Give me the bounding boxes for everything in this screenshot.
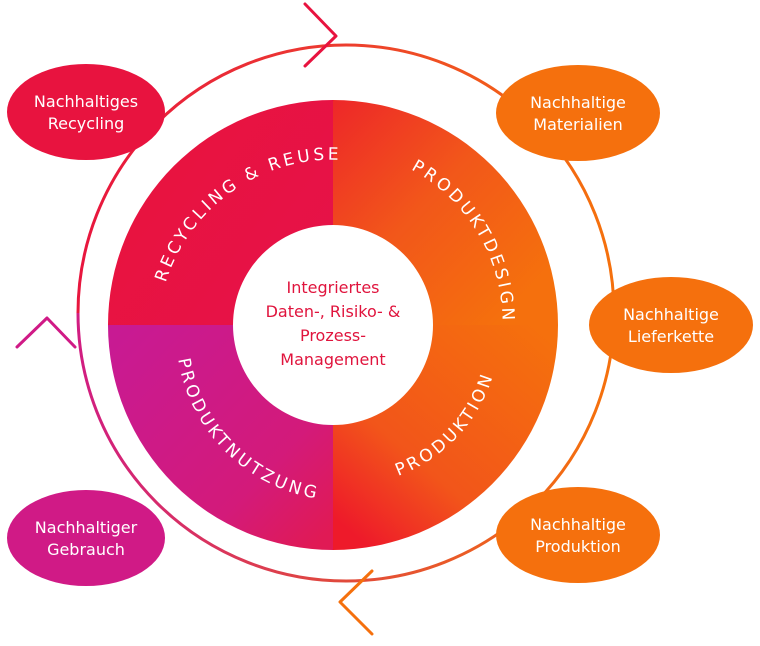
node-gebrauch-line2: Gebrauch: [47, 540, 125, 559]
node-nachhaltige-lieferkette: Nachhaltige Lieferkette: [589, 277, 753, 373]
ring-segment-recycling: [108, 100, 333, 325]
arrow-right-icon: [303, 2, 338, 68]
arrow-up-icon: [15, 316, 77, 349]
node-nachhaltige-produktion: Nachhaltige Produktion: [496, 487, 660, 583]
center-label: Integriertes Daten-, Risiko- & Prozess- …: [266, 278, 401, 369]
node-produktion-line2: Produktion: [535, 537, 621, 556]
node-recycling-line2: Recycling: [48, 114, 125, 133]
node-nachhaltiges-recycling: Nachhaltiges Recycling: [7, 64, 165, 160]
ring-segment-produktion: [333, 325, 558, 550]
center-line-4: Management: [280, 350, 385, 369]
node-nachhaltiger-gebrauch: Nachhaltiger Gebrauch: [7, 490, 165, 586]
node-nachhaltige-materialien: Nachhaltige Materialien: [496, 65, 660, 161]
node-lieferkette-line1: Nachhaltige: [623, 305, 719, 324]
node-recycling-line1: Nachhaltiges: [34, 92, 138, 111]
node-lieferkette-line2: Lieferkette: [628, 327, 714, 346]
center-disc: [234, 226, 432, 424]
arrow-left-icon: [338, 569, 374, 636]
outer-cycle-bottom: [76, 312, 616, 583]
node-produktion-line1: Nachhaltige: [530, 515, 626, 534]
node-materialien-line1: Nachhaltige: [530, 93, 626, 112]
center-line-1: Integriertes: [286, 278, 379, 297]
node-gebrauch-line1: Nachhaltiger: [35, 518, 138, 537]
node-materialien-line2: Materialien: [533, 115, 622, 134]
ring-segment-produktnutzung: [108, 325, 333, 550]
ring-segment-produktdesign: [333, 100, 558, 325]
outer-cycle-top: [76, 43, 616, 314]
center-line-3: Prozess-: [300, 326, 366, 345]
center-line-2: Daten-, Risiko- &: [266, 302, 401, 321]
